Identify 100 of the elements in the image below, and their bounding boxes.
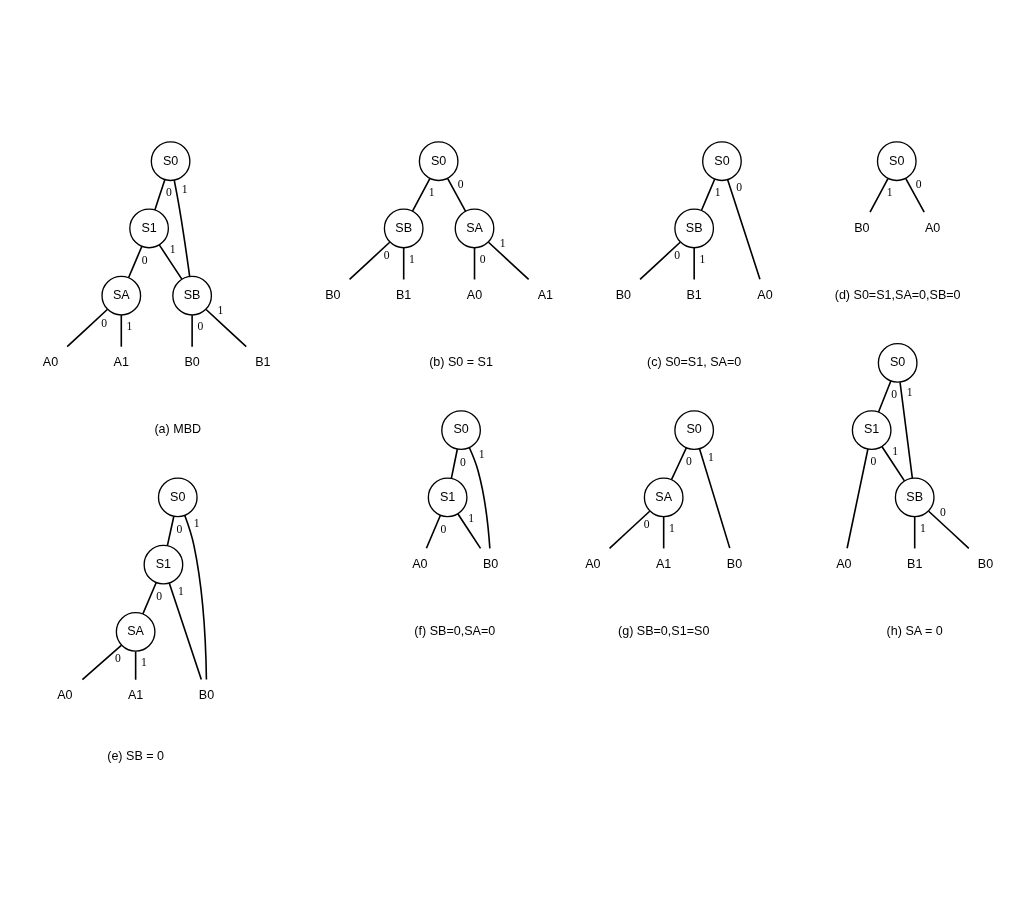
edge-label: 0	[440, 522, 447, 536]
node-circle: SA	[101, 275, 142, 316]
edge-label: 0	[197, 319, 204, 333]
edge-label: 1	[478, 448, 485, 462]
connector	[402, 247, 405, 281]
edge-label: 1	[920, 521, 926, 535]
edge-label: 1	[707, 450, 714, 464]
connector	[154, 178, 166, 211]
connector	[905, 177, 925, 213]
node-text: B0	[977, 556, 994, 571]
edge-label: 1	[669, 521, 675, 535]
label: (c) S0=S1, SA=0	[647, 355, 742, 370]
connector	[899, 381, 914, 479]
node-text: A0	[585, 556, 601, 571]
edge-label: 0	[460, 455, 466, 469]
edge-label: 0	[479, 252, 486, 266]
connector	[173, 179, 191, 278]
connector	[869, 177, 889, 213]
connector	[877, 380, 892, 413]
node-circle: SA	[454, 208, 495, 249]
edge-label: 1	[906, 385, 913, 399]
edge-label: 1	[714, 186, 721, 200]
node-circle: S1	[129, 208, 170, 249]
connector	[662, 516, 665, 550]
node-text: B0	[482, 556, 499, 571]
connector	[81, 644, 123, 681]
connector	[184, 514, 208, 681]
node-text: A0	[57, 688, 73, 703]
connector	[168, 582, 203, 681]
node-text: A1	[656, 556, 672, 571]
edge-label: 1	[428, 185, 435, 199]
node-text: A1	[537, 288, 554, 302]
node-text: A1	[127, 688, 144, 703]
edge-label: 0	[166, 186, 172, 200]
edge-label: 0	[115, 652, 121, 666]
node-circle: S0	[418, 141, 459, 182]
node-text: B1	[907, 556, 923, 571]
label: (e) SB = 0	[107, 749, 165, 764]
node-circle: S1	[851, 410, 892, 451]
node-circle: SA	[115, 611, 156, 652]
label: (a) MBD	[154, 422, 202, 437]
edge-label: 1	[468, 512, 475, 526]
edge-label: 1	[217, 304, 224, 318]
edge-label: 0	[674, 249, 681, 263]
node-text: B0	[615, 288, 632, 302]
edge-label: 1	[181, 183, 188, 197]
connector	[127, 245, 143, 279]
edge-label: 0	[383, 249, 390, 263]
node-text: B1	[396, 288, 412, 302]
edge-label: 0	[915, 178, 922, 192]
connector	[205, 308, 248, 348]
edge-label: 1	[140, 656, 147, 670]
node-text: A0	[924, 220, 941, 235]
node-text: B0	[198, 688, 215, 703]
connector	[670, 447, 688, 481]
edge-label: 1	[126, 319, 133, 333]
connector	[468, 446, 491, 550]
node-circle: S0	[702, 141, 742, 182]
node-text: A0	[412, 556, 428, 571]
edge-label: 0	[870, 455, 877, 469]
node-text: B0	[325, 288, 341, 302]
node-circle: SB	[674, 208, 715, 249]
node-circle: S0	[150, 141, 191, 182]
node-text: B0	[726, 556, 743, 571]
edge-label: 0	[141, 253, 148, 267]
edge-label: 0	[457, 178, 464, 192]
connector	[927, 510, 970, 550]
node-circle: S0	[877, 342, 918, 383]
connector	[158, 244, 183, 280]
edge-label: 0	[939, 506, 946, 520]
label: (f) SB=0,SA=0	[414, 624, 496, 639]
connector	[191, 314, 193, 348]
node-circle: S0	[157, 477, 198, 518]
edge-label: 1	[892, 444, 899, 458]
node-text: A0	[466, 288, 483, 302]
connector	[425, 514, 442, 550]
connector	[142, 581, 157, 615]
node-text: A1	[113, 355, 129, 370]
connector	[473, 247, 476, 281]
edge-label: 1	[177, 584, 184, 598]
connector	[457, 513, 482, 550]
node-text: B0	[184, 355, 200, 370]
edge-label: 0	[156, 589, 163, 603]
connector	[693, 247, 695, 281]
edge-label: 1	[886, 185, 893, 199]
connector	[913, 516, 916, 550]
edge-label: 1	[409, 252, 415, 266]
connector	[639, 241, 681, 281]
edge-label: 1	[193, 516, 200, 530]
node-text: A0	[836, 556, 852, 571]
node-circle: S1	[427, 477, 468, 518]
edge-label: 0	[736, 181, 743, 195]
connector	[881, 445, 906, 482]
edge-label: 0	[643, 518, 650, 532]
edge-label: 0	[101, 316, 108, 330]
connector	[446, 177, 467, 213]
node-text: B0	[854, 220, 870, 235]
node-circle: S1	[143, 544, 184, 585]
node-text: B1	[255, 355, 271, 370]
label: (b) S0 = S1	[429, 355, 493, 370]
